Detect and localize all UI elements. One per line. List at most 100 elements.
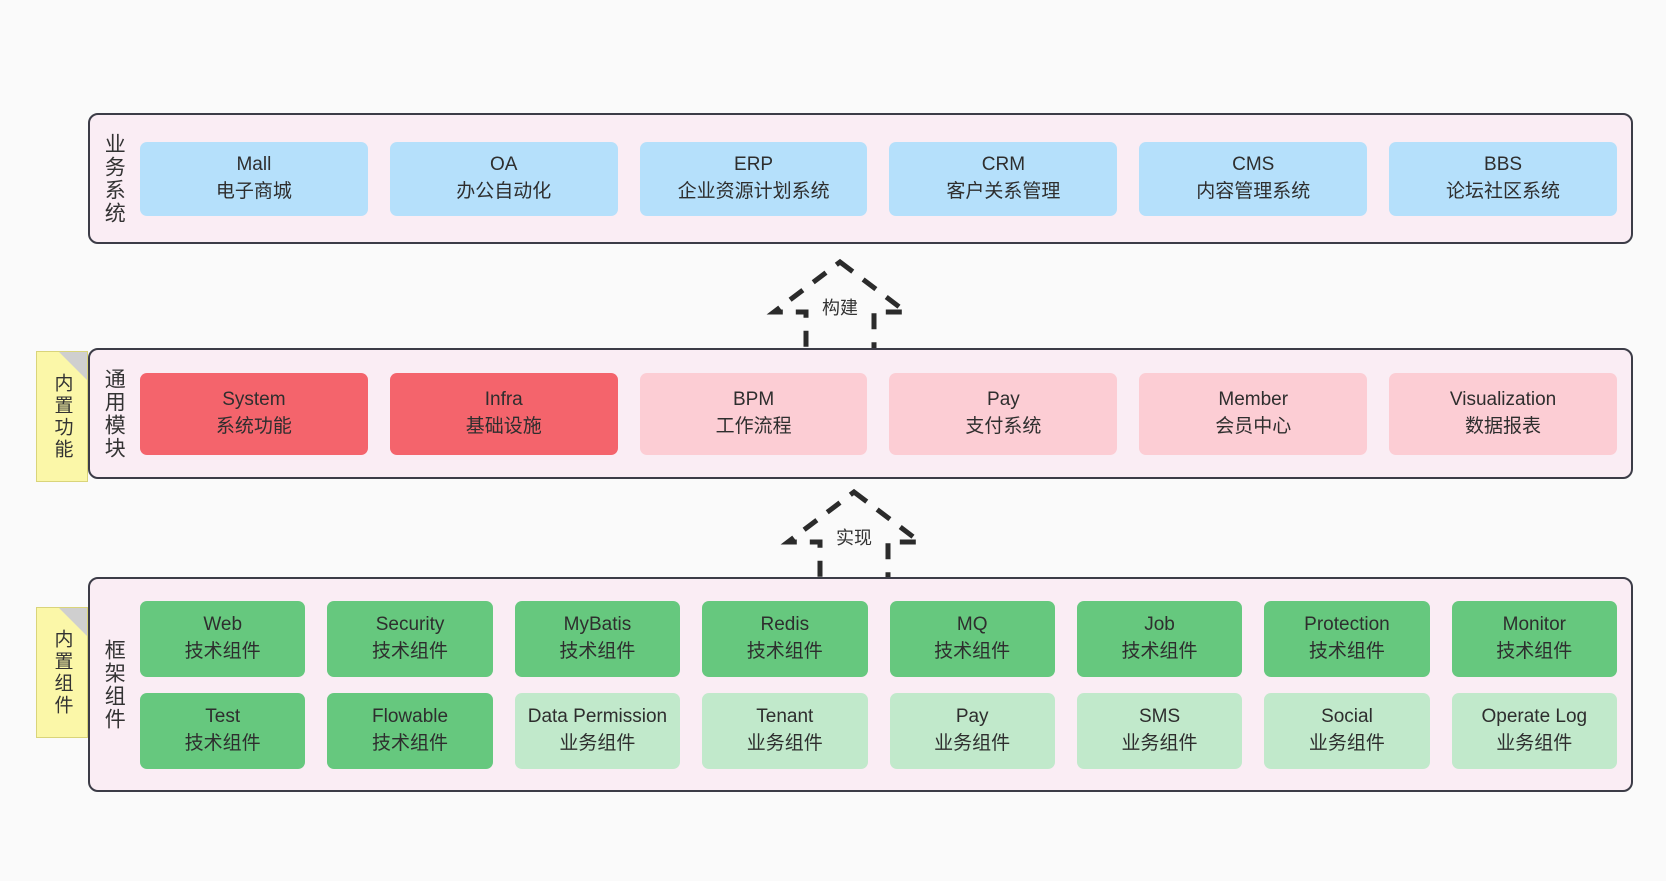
business-system-layer-title: 业务系统 [102, 132, 126, 225]
card-name: BBS [1484, 154, 1523, 176]
card-desc: 技术组件 [184, 732, 261, 754]
card-desc: 会员中心 [1215, 415, 1292, 437]
framework-card-sms[interactable]: SMS 业务组件 [1076, 692, 1243, 769]
card-name: System [222, 389, 286, 411]
card-name: Visualization [1449, 389, 1557, 411]
business-system-layer-body: Mall 电子商城 OA 办公自动化 ERP 企业资源计划系统 CRM 客户关系… [136, 115, 1631, 242]
framework-card-data-permission[interactable]: Data Permission 业务组件 [514, 692, 681, 769]
common-card-visualization[interactable]: Visualization 数据报表 [1389, 372, 1617, 455]
card-name: Pay [987, 389, 1020, 411]
framework-card-test[interactable]: Test 技术组件 [140, 692, 306, 769]
builtin-component-note-label: 内置组件 [51, 628, 73, 717]
business-card-cms[interactable]: CMS 内容管理系统 [1139, 141, 1368, 216]
common-card-pay[interactable]: Pay 支付系统 [889, 372, 1118, 455]
framework-card-tenant[interactable]: Tenant 业务组件 [702, 692, 868, 769]
card-name: CMS [1232, 154, 1275, 176]
card-desc: 基础设施 [465, 415, 542, 437]
implement-relation-arrow: 实现 [774, 488, 934, 588]
build-relation-arrow: 构建 [760, 258, 920, 358]
card-name: Flowable [372, 706, 449, 728]
card-desc: 技术组件 [559, 640, 636, 662]
card-desc: 工作流程 [715, 415, 792, 437]
framework-card-monitor[interactable]: Monitor 技术组件 [1451, 600, 1617, 677]
card-desc: 技术组件 [1121, 640, 1198, 662]
common-module-layer-body: System 系统功能 Infra 基础设施 BPM 工作流程 Pay 支付系统… [136, 350, 1631, 477]
business-card-oa[interactable]: OA 办公自动化 [389, 141, 618, 216]
card-name: Protection [1304, 614, 1390, 636]
card-desc: 支付系统 [965, 415, 1042, 437]
card-desc: 数据报表 [1465, 415, 1542, 437]
builtin-function-note: 内置功能 [36, 351, 88, 482]
card-desc: 业务组件 [746, 732, 823, 754]
common-module-layer-title: 通用模块 [102, 367, 126, 460]
card-name: Monitor [1502, 614, 1566, 636]
card-desc: 技术组件 [746, 640, 823, 662]
framework-business-component-row: Test 技术组件 Flowable 技术组件 Data Permission … [140, 692, 1617, 769]
framework-card-mq[interactable]: MQ 技术组件 [889, 600, 1055, 677]
card-name: Social [1321, 706, 1373, 728]
common-card-member[interactable]: Member 会员中心 [1139, 372, 1368, 455]
card-desc: 办公自动化 [456, 180, 552, 202]
framework-card-flowable[interactable]: Flowable 技术组件 [327, 692, 493, 769]
framework-card-web[interactable]: Web 技术组件 [140, 600, 306, 677]
business-card-crm[interactable]: CRM 客户关系管理 [889, 141, 1118, 216]
framework-card-operate-log[interactable]: Operate Log 业务组件 [1451, 692, 1617, 769]
business-system-card-row: Mall 电子商城 OA 办公自动化 ERP 企业资源计划系统 CRM 客户关系… [140, 141, 1617, 216]
builtin-component-note: 内置组件 [36, 607, 88, 738]
framework-component-layer: 框架组件 Web 技术组件 Security 技术组件 MyBatis 技术组件… [88, 577, 1633, 792]
card-desc: 客户关系管理 [946, 180, 1061, 202]
framework-card-mybatis[interactable]: MyBatis 技术组件 [514, 600, 681, 677]
framework-card-protection[interactable]: Protection 技术组件 [1264, 600, 1430, 677]
card-desc: 业务组件 [1121, 732, 1198, 754]
framework-tech-component-row: Web 技术组件 Security 技术组件 MyBatis 技术组件 Redi… [140, 600, 1617, 677]
card-desc: 技术组件 [1308, 640, 1385, 662]
card-desc: 技术组件 [372, 732, 449, 754]
card-name: Operate Log [1481, 706, 1588, 728]
card-desc: 技术组件 [372, 640, 449, 662]
card-name: Tenant [756, 706, 814, 728]
card-desc: 论坛社区系统 [1446, 180, 1561, 202]
card-name: BPM [732, 389, 775, 411]
framework-component-layer-body: Web 技术组件 Security 技术组件 MyBatis 技术组件 Redi… [136, 579, 1631, 790]
business-system-layer: 业务系统 Mall 电子商城 OA 办公自动化 ERP 企业资源计划系统 CRM… [88, 113, 1633, 244]
card-desc: 技术组件 [1496, 640, 1573, 662]
card-name: SMS [1138, 706, 1181, 728]
card-name: Mall [236, 154, 272, 176]
builtin-function-note-label: 内置功能 [51, 372, 73, 461]
common-card-system[interactable]: System 系统功能 [140, 372, 368, 455]
card-name: Security [375, 614, 445, 636]
card-name: Data Permission [527, 706, 668, 728]
card-desc: 系统功能 [215, 415, 292, 437]
build-arrow-label: 构建 [822, 298, 858, 318]
card-desc: 业务组件 [934, 732, 1011, 754]
card-desc: 内容管理系统 [1196, 180, 1311, 202]
framework-card-pay[interactable]: Pay 业务组件 [889, 692, 1055, 769]
generalization-arrow-icon [780, 488, 928, 587]
card-desc: 业务组件 [1308, 732, 1385, 754]
card-desc: 业务组件 [1496, 732, 1573, 754]
business-card-bbs[interactable]: BBS 论坛社区系统 [1389, 141, 1617, 216]
framework-card-job[interactable]: Job 技术组件 [1076, 600, 1243, 677]
card-name: ERP [734, 154, 774, 176]
business-card-erp[interactable]: ERP 企业资源计划系统 [639, 141, 868, 216]
generalization-arrow-icon [766, 258, 914, 357]
card-name: OA [490, 154, 518, 176]
common-module-card-row: System 系统功能 Infra 基础设施 BPM 工作流程 Pay 支付系统… [140, 372, 1617, 455]
card-name: Test [205, 706, 241, 728]
framework-component-layer-title: 框架组件 [102, 638, 126, 731]
card-name: Web [203, 614, 243, 636]
card-name: Redis [760, 614, 810, 636]
framework-card-security[interactable]: Security 技术组件 [327, 600, 493, 677]
card-name: Pay [955, 706, 989, 728]
card-desc: 技术组件 [934, 640, 1011, 662]
card-desc: 电子商城 [215, 180, 292, 202]
card-desc: 技术组件 [184, 640, 261, 662]
card-name: CRM [981, 154, 1026, 176]
common-card-infra[interactable]: Infra 基础设施 [389, 372, 618, 455]
framework-card-redis[interactable]: Redis 技术组件 [702, 600, 868, 677]
common-card-bpm[interactable]: BPM 工作流程 [639, 372, 868, 455]
implement-arrow-label: 实现 [836, 528, 872, 548]
business-card-mall[interactable]: Mall 电子商城 [140, 141, 368, 216]
framework-card-social[interactable]: Social 业务组件 [1264, 692, 1430, 769]
card-desc: 业务组件 [559, 732, 636, 754]
